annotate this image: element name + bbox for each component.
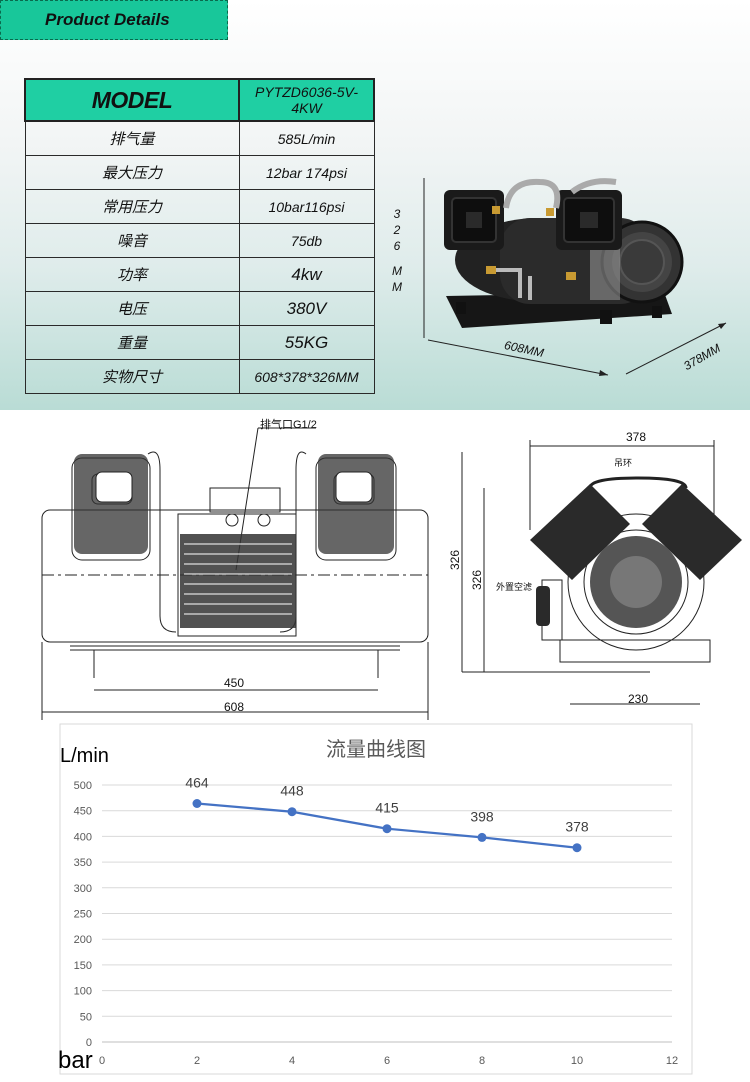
spec-label: 重量 — [24, 325, 240, 360]
x-tick-label: 12 — [666, 1055, 678, 1067]
model-label: MODEL — [91, 86, 173, 113]
spec-value: 75db — [238, 223, 375, 258]
front-mount-dimension: 450 — [224, 676, 245, 690]
x-tick-label: 2 — [194, 1055, 200, 1067]
data-label: 415 — [375, 800, 399, 816]
data-point — [192, 799, 202, 809]
compressor-product-image — [423, 178, 727, 376]
data-label: 378 — [565, 819, 589, 835]
data-point — [287, 807, 297, 817]
spec-value: 10bar116psi — [238, 189, 375, 224]
x-tick-label: 6 — [384, 1055, 390, 1067]
spec-value: 55KG — [238, 325, 375, 360]
y-tick-label: 50 — [80, 1011, 92, 1023]
spec-label: 噪音 — [24, 223, 240, 258]
y-tick-label: 500 — [74, 780, 92, 792]
x-tick-label: 4 — [289, 1055, 295, 1067]
spec-value: 585L/min — [238, 120, 375, 156]
side-height-inner-dimension: 326 — [470, 570, 484, 591]
side-width-dimension: 378 — [626, 430, 647, 444]
side-height-outer-dimension: 326 — [448, 550, 462, 571]
outlet-label: 排气口G1/2 — [260, 419, 317, 431]
data-label: 464 — [185, 775, 209, 791]
height-dimension-value: 326 — [390, 207, 404, 255]
spec-label: 排气量 — [24, 120, 240, 156]
x-axis-label: bar — [58, 1047, 93, 1074]
spec-header-row: MODEL PYTZD6036-5V-4KW — [24, 78, 375, 122]
spec-value: 608*378*326MM — [238, 359, 375, 394]
data-label: 448 — [280, 783, 304, 799]
model-value: PYTZD6036-5V-4KW — [255, 84, 358, 116]
x-tick-label: 8 — [479, 1055, 485, 1067]
spec-label: 最大压力 — [24, 155, 240, 190]
y-tick-label: 200 — [74, 934, 92, 946]
y-tick-label: 250 — [74, 909, 92, 921]
data-point — [572, 843, 582, 853]
flow-chart-svg: 流量曲线图 L/min bar 050100150200250300350400… — [58, 723, 693, 1075]
filter-label: 外置空滤 — [496, 582, 533, 592]
y-tick-label: 450 — [74, 806, 92, 818]
front-length-dimension: 608 — [224, 700, 245, 714]
y-tick-label: 150 — [74, 960, 92, 972]
technical-drawings: 排气口G1/2 450 608 378 326 326 吊环 外置空滤 — [0, 410, 750, 722]
height-dimension-unit: MM — [390, 264, 404, 296]
y-tick-label: 0 — [86, 1037, 92, 1049]
spec-value: 380V — [238, 291, 375, 326]
chart-frame — [59, 723, 693, 1075]
chart-title: 流量曲线图 — [326, 738, 426, 761]
y-tick-label: 300 — [74, 883, 92, 895]
side-view-drawing — [461, 440, 742, 705]
tab-label: Product Details — [45, 10, 170, 29]
front-view-drawing — [41, 427, 429, 720]
spec-label: 常用压力 — [24, 189, 240, 224]
product-details-tab: Product Details — [0, 0, 228, 40]
spec-label: 功率 — [24, 257, 240, 292]
spec-label: 电压 — [24, 291, 240, 326]
data-point — [382, 824, 392, 834]
y-tick-label: 400 — [74, 831, 92, 843]
y-axis-label: L/min — [60, 745, 109, 767]
spec-value: 12bar 174psi — [238, 155, 375, 190]
x-tick-label: 10 — [571, 1055, 583, 1067]
data-point — [477, 832, 487, 842]
spec-value: 4kw — [238, 257, 375, 292]
y-tick-label: 100 — [74, 986, 92, 998]
y-tick-label: 350 — [74, 857, 92, 869]
side-mount-dimension: 230 — [628, 692, 649, 706]
data-label: 398 — [470, 808, 494, 824]
handle-label: 吊环 — [614, 458, 633, 468]
x-tick-label: 0 — [99, 1055, 105, 1067]
spec-label: 实物尺寸 — [24, 359, 240, 394]
spec-banner: Product Details MODEL PYTZD6036-5V-4KW 排… — [0, 0, 750, 410]
